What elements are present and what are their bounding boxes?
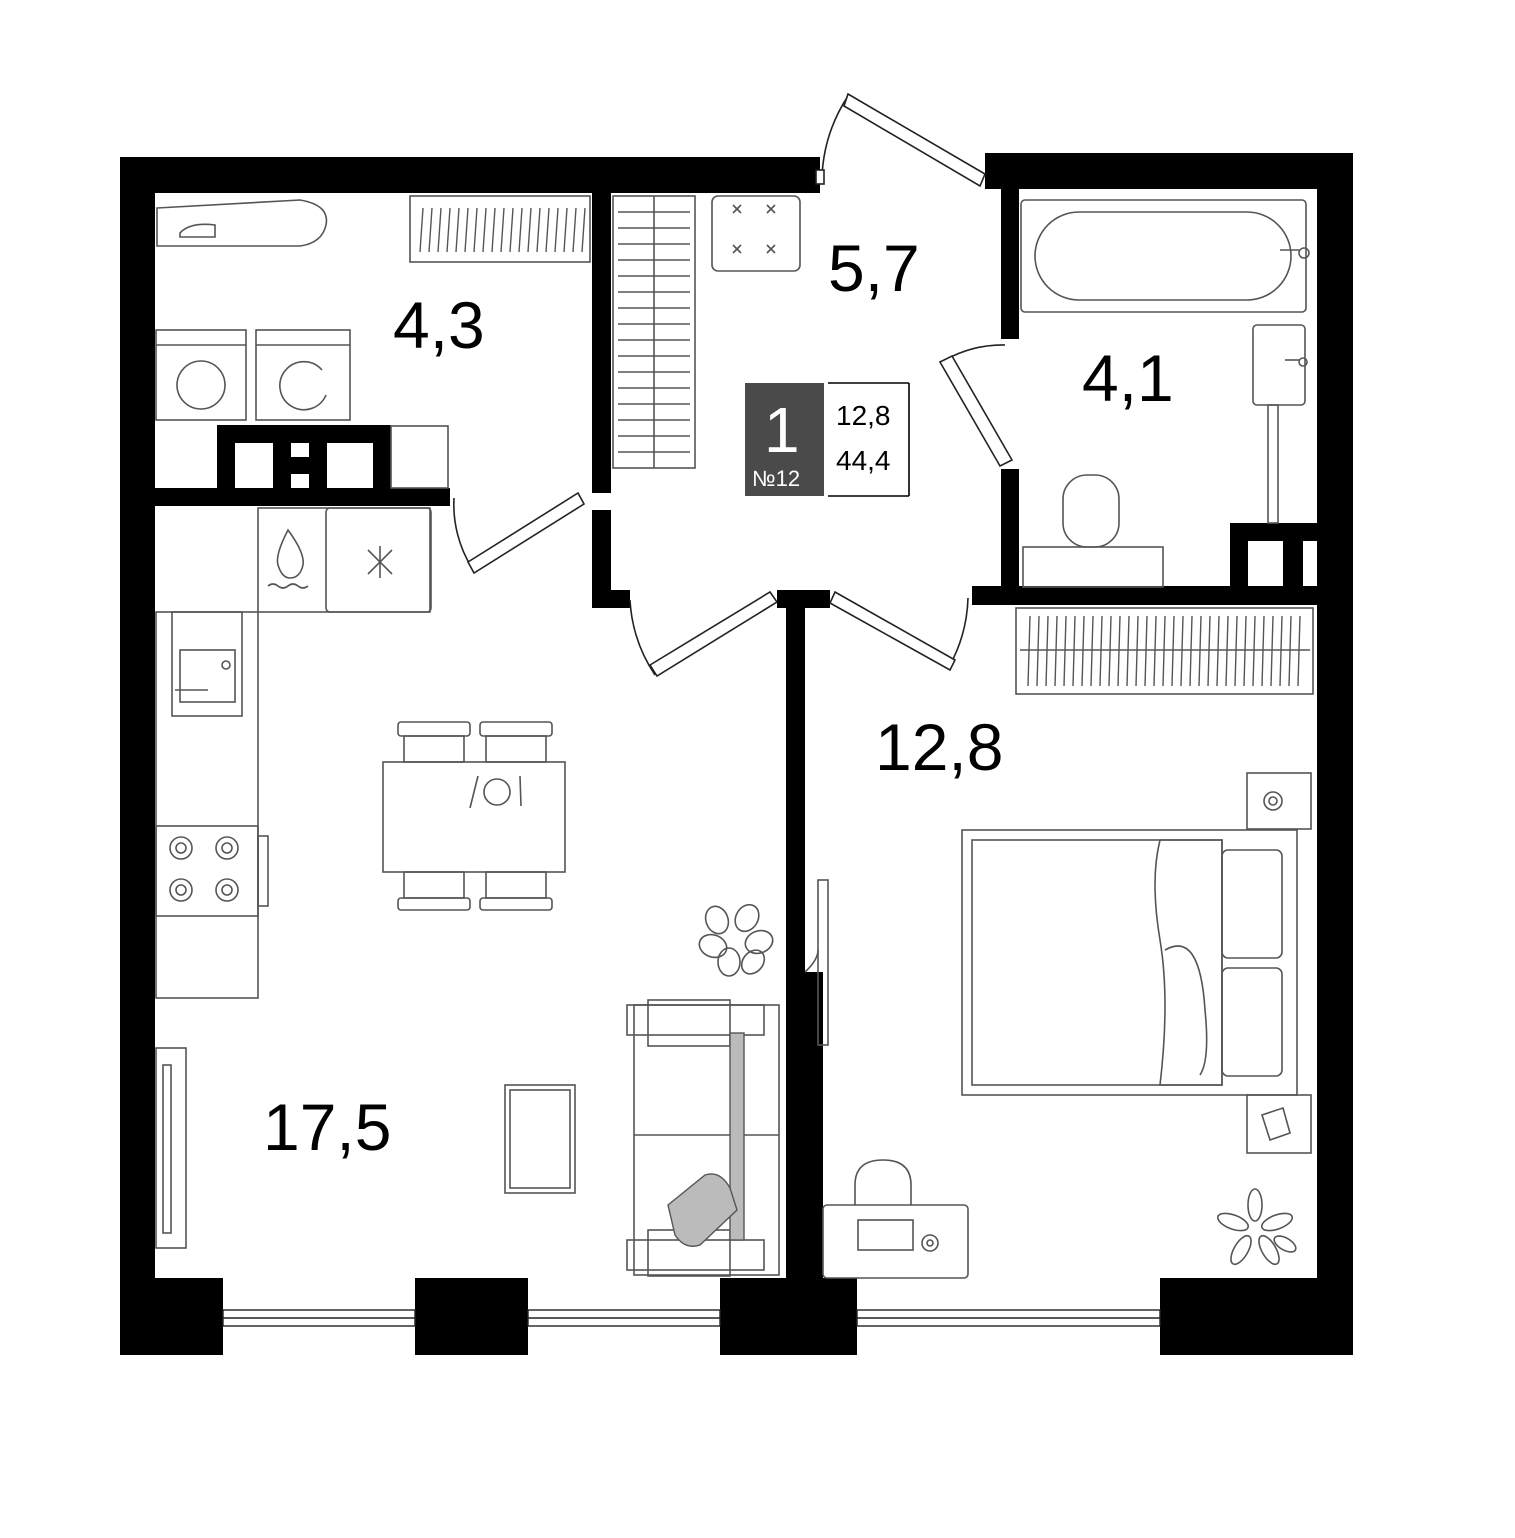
wall-outer-bottom-2 [415,1278,528,1355]
fridge [325,507,432,613]
sofa-throw [729,1032,745,1241]
nightstand-bottom [1246,1094,1312,1154]
sofa-cushion [667,1173,738,1247]
wall-outer-left [120,157,155,1355]
bedroom-furniture [804,607,1314,1279]
wall-block-gap-4 [327,443,373,488]
pillow-bottom [1221,967,1283,1077]
laptop [857,1219,914,1251]
room-area-bedroom: 12,8 [875,710,1003,784]
sink [1252,324,1306,406]
shoe-cabinet-marks [732,204,776,254]
living-furniture [155,507,780,1277]
tv-panel [817,879,829,1046]
ironing-board [156,199,328,247]
doors [453,92,1014,678]
door-entrance [815,92,987,188]
coffee-table [504,1084,576,1194]
wall-block-gap-2 [291,443,309,457]
wall-bedroom-left [786,590,805,1290]
book-icon [1260,1106,1291,1142]
door-bathroom [938,344,1014,468]
dryer-icon [255,329,351,421]
cooktop [155,825,259,917]
wall-bath-left-upper [1001,189,1019,339]
toilet [1062,474,1120,548]
wall-bath-block-gap-1 [1248,541,1283,586]
bathroom-furniture [1020,199,1310,588]
wall-hall-left-foot [592,590,630,608]
wardrobe-bedroom-hatch [1020,615,1310,687]
pillow-top [1221,849,1283,959]
wardrobe-bedroom [1015,607,1314,695]
total-area: 44,4 [836,445,891,476]
wardrobe-hall-hatch [618,211,690,453]
apartment-info-badge: 1 №12 12,8 44,4 [745,382,910,497]
dining-table [382,761,566,873]
wall-outer-bottom-1 [120,1278,223,1355]
wall-outer-right [1317,153,1353,1355]
windows [222,1309,1161,1327]
shelf-laundry-hatch [419,207,586,253]
blanket [1154,839,1223,1086]
wall-bath-left-lower [1001,469,1019,586]
door-laundry [453,491,586,575]
wall-hall-left-lower [592,510,611,608]
bed [961,829,1298,1096]
snowflake-icon [367,546,393,578]
kitchen-counter-top [257,507,431,613]
walls [120,153,1353,1355]
hall-furniture [612,195,801,469]
room-labels: 4,3 5,7 4,1 12,8 17,5 [263,231,1174,1164]
desk [822,1204,969,1279]
laundry-furniture [155,195,591,489]
laundry-counter [390,425,449,489]
shoe-cabinet [711,195,801,272]
room-area-laundry: 4,3 [393,288,485,362]
plant-icon-living [698,903,774,977]
iron-icon [179,223,216,238]
wall-outer-top-right [985,153,1353,189]
window-2 [527,1309,721,1327]
rooms-count-badge [745,383,824,496]
kitchen-sink [171,611,243,717]
wall-block-gap-3 [291,474,309,488]
shelf-laundry [409,195,591,263]
wall-bath-block-gap-2 [1303,541,1317,586]
living-area: 12,8 [836,400,891,431]
apartment-number: №12 [752,466,800,491]
wall-hall-left [592,193,611,493]
plant-icon-bedroom [1216,1188,1297,1266]
room-area-hall: 5,7 [828,231,920,305]
door-bedroom [828,590,969,672]
washing-machine-icon [155,329,247,421]
window-3 [856,1309,1161,1327]
shower-screen [1267,404,1279,524]
wall-bedroom-left-lower [805,972,823,1278]
wall-outer-top-left [120,157,820,193]
desk-chair [854,1159,912,1205]
room-area-bathroom: 4,1 [1082,341,1174,415]
bathtub [1020,199,1307,313]
wall-outer-bottom-4 [1160,1278,1353,1355]
water-drop-icon [276,528,305,579]
wall-block-gap-1 [235,443,273,488]
dining-chairs [397,721,553,911]
window-1 [222,1309,416,1327]
tv-stand [155,1047,187,1249]
door-living [629,590,779,678]
rooms-count: 1 [764,394,800,466]
wall-outer-bottom-3 [720,1278,857,1355]
nightstand-top [1246,772,1312,830]
room-area-living: 17,5 [263,1090,391,1164]
sofa [626,999,780,1277]
